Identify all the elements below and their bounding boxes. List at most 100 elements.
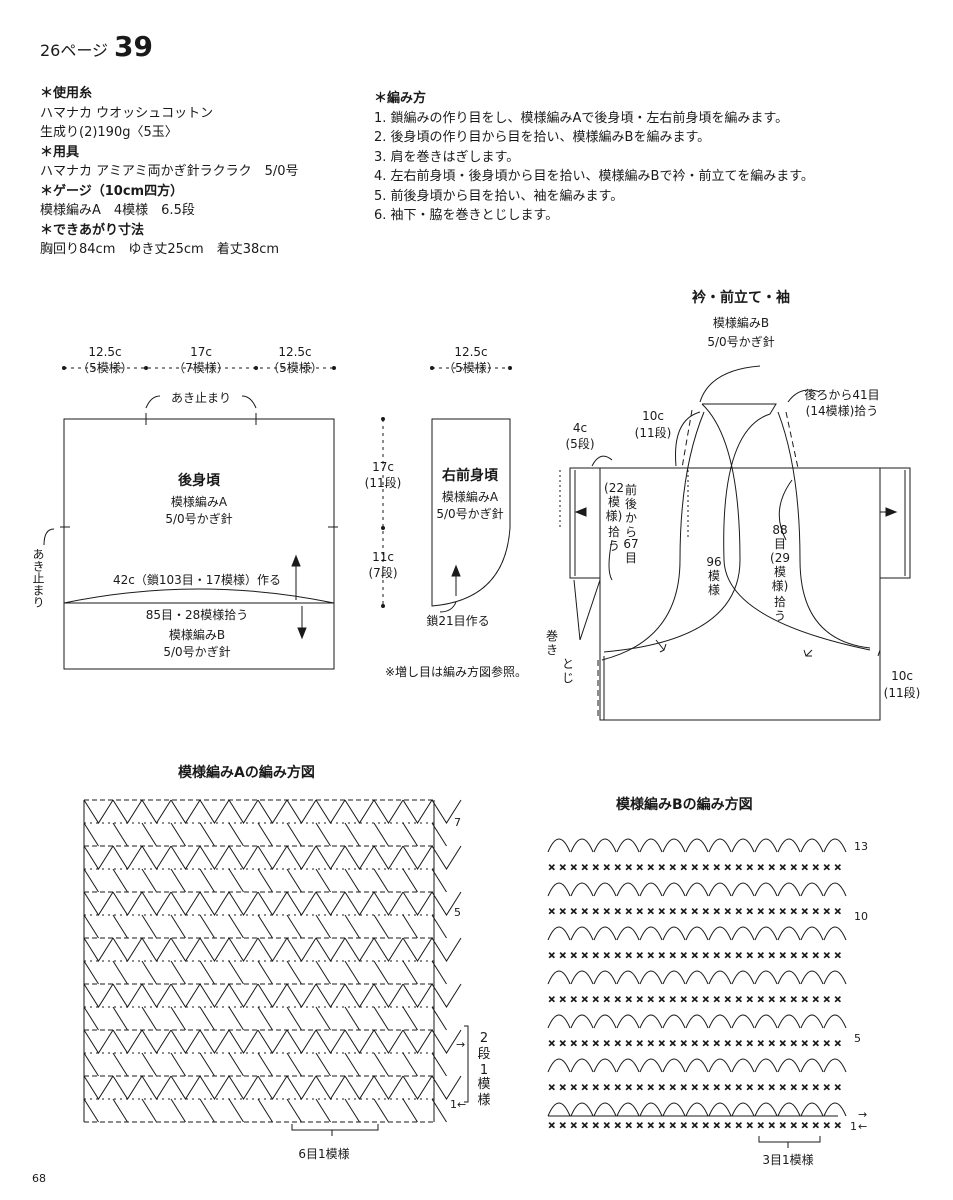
materials-line: ＊用具 (40, 144, 80, 160)
back-width-left-sub: （5模様） (77, 361, 133, 375)
collar-pattern: 模様編みB (713, 315, 769, 330)
svg-text:×: × (757, 1039, 765, 1049)
front-lower-height: 11c (372, 550, 394, 564)
svg-text:×: × (559, 1121, 567, 1131)
page-reference: 26ページ (40, 41, 109, 60)
svg-text:き: き (546, 643, 558, 657)
svg-text:×: × (790, 907, 798, 917)
instruction-step: 4. 左右前身頃・後身頃から目を拾い、模様編みBで衿・前立てを編みます。 (374, 169, 814, 184)
svg-text:×: × (669, 1083, 677, 1093)
svg-text:×: × (548, 1121, 556, 1131)
svg-text:×: × (702, 951, 710, 961)
svg-text:×: × (713, 863, 721, 873)
svg-text:様: 様 (708, 583, 720, 597)
svg-text:×: × (614, 1083, 622, 1093)
back-body-hem-curve (63, 588, 335, 604)
svg-text:×: × (801, 1121, 809, 1131)
svg-text:×: × (790, 951, 798, 961)
svg-text:×: × (592, 1083, 600, 1093)
svg-text:×: × (757, 863, 765, 873)
svg-text:×: × (647, 1121, 655, 1131)
svg-text:(22: (22 (604, 481, 624, 495)
row-label: 5 (854, 1032, 861, 1045)
chart-b-title: 模様編みBの編み方図 (616, 797, 753, 813)
svg-text:×: × (592, 1039, 600, 1049)
right-sleeve-band (879, 467, 911, 579)
svg-text:96: 96 (706, 555, 721, 569)
svg-text:×: × (801, 995, 809, 1005)
arrow-in: → (858, 1108, 867, 1121)
svg-text:じ: じ (562, 671, 574, 685)
svg-text:巻: 巻 (546, 629, 558, 643)
svg-text:×: × (790, 1121, 798, 1131)
svg-text:×: × (735, 1083, 743, 1093)
sleeve-pick-label: 前 後 か ら 67 目 (623, 482, 638, 565)
opening-top-label: あき止まり (171, 391, 231, 405)
svg-text:×: × (746, 1083, 754, 1093)
svg-text:模: 模 (477, 1077, 490, 1092)
svg-text:×: × (559, 907, 567, 917)
svg-text:×: × (570, 1121, 578, 1131)
svg-text:×: × (790, 1083, 798, 1093)
svg-text:模: 模 (608, 495, 620, 509)
svg-text:×: × (581, 995, 589, 1005)
instruction-step: 6. 袖下・脇を巻きとじします。 (374, 208, 559, 223)
stitch-grid: ××××××××××××××××××××××××××××××××××××××××… (548, 838, 847, 1132)
svg-text:×: × (746, 907, 754, 917)
arrow-back: ← (858, 1120, 867, 1133)
svg-text:×: × (823, 1121, 831, 1131)
svg-text:×: × (680, 1083, 688, 1093)
svg-text:×: × (812, 951, 820, 961)
svg-text:×: × (669, 951, 677, 961)
svg-text:と: と (562, 657, 574, 671)
sleeve-height-sub: (5段) (566, 436, 595, 451)
materials-line: 胸回り84cm ゆき丈25cm 着丈38cm (40, 242, 280, 257)
hem-height-sub: (11段) (884, 685, 921, 700)
svg-text:×: × (614, 863, 622, 873)
svg-text:×: × (570, 1039, 578, 1049)
instruction-step: 3. 肩を巻きはぎします。 (374, 149, 520, 165)
svg-text:×: × (746, 863, 754, 873)
left-sleeve-band (569, 467, 601, 579)
svg-text:×: × (592, 1121, 600, 1131)
svg-text:×: × (548, 863, 556, 873)
svg-text:×: × (570, 1083, 578, 1093)
svg-text:×: × (647, 863, 655, 873)
svg-text:×: × (559, 863, 567, 873)
svg-text:(29: (29 (770, 551, 790, 565)
materials-block: ＊使用糸 ハマナカ ウオッシュコットン 生成り(2)190g〈5玉〉 ＊用具 ハ… (40, 84, 299, 260)
svg-text:×: × (724, 1083, 732, 1093)
instructions-heading: ＊編み方 (374, 91, 427, 106)
materials-line: ＊できあがり寸法 (40, 222, 145, 238)
svg-text:×: × (680, 863, 688, 873)
increase-note: ※増し目は編み方図参照。 (385, 664, 527, 679)
svg-text:×: × (636, 1039, 644, 1049)
svg-text:×: × (625, 1121, 633, 1131)
svg-text:う: う (608, 539, 620, 553)
svg-text:×: × (691, 1039, 699, 1049)
svg-text:×: × (746, 995, 754, 1005)
svg-text:×: × (603, 863, 611, 873)
svg-text:×: × (779, 1083, 787, 1093)
svg-text:×: × (658, 1083, 666, 1093)
svg-text:ら: ら (625, 525, 637, 539)
svg-text:×: × (658, 995, 666, 1005)
svg-text:×: × (680, 995, 688, 1005)
svg-text:×: × (768, 1083, 776, 1093)
svg-text:様): 様) (772, 579, 789, 593)
svg-text:×: × (735, 951, 743, 961)
svg-text:×: × (812, 907, 820, 917)
svg-text:67: 67 (623, 537, 638, 551)
svg-text:×: × (680, 1121, 688, 1131)
svg-text:×: × (658, 863, 666, 873)
page-number: 68 (32, 1172, 46, 1185)
svg-text:×: × (812, 1083, 820, 1093)
repeat-rows-label: 2 段 1 模 様 (477, 1031, 490, 1108)
svg-text:×: × (581, 1083, 589, 1093)
materials-line: 生成り(2)190g〈5玉〉 (40, 125, 178, 140)
svg-text:×: × (801, 907, 809, 917)
collar-height-sub: (11段) (635, 425, 672, 440)
svg-text:×: × (625, 1083, 633, 1093)
chart-a-title: 模様編みAの編み方図 (178, 765, 315, 781)
svg-text:×: × (768, 1121, 776, 1131)
